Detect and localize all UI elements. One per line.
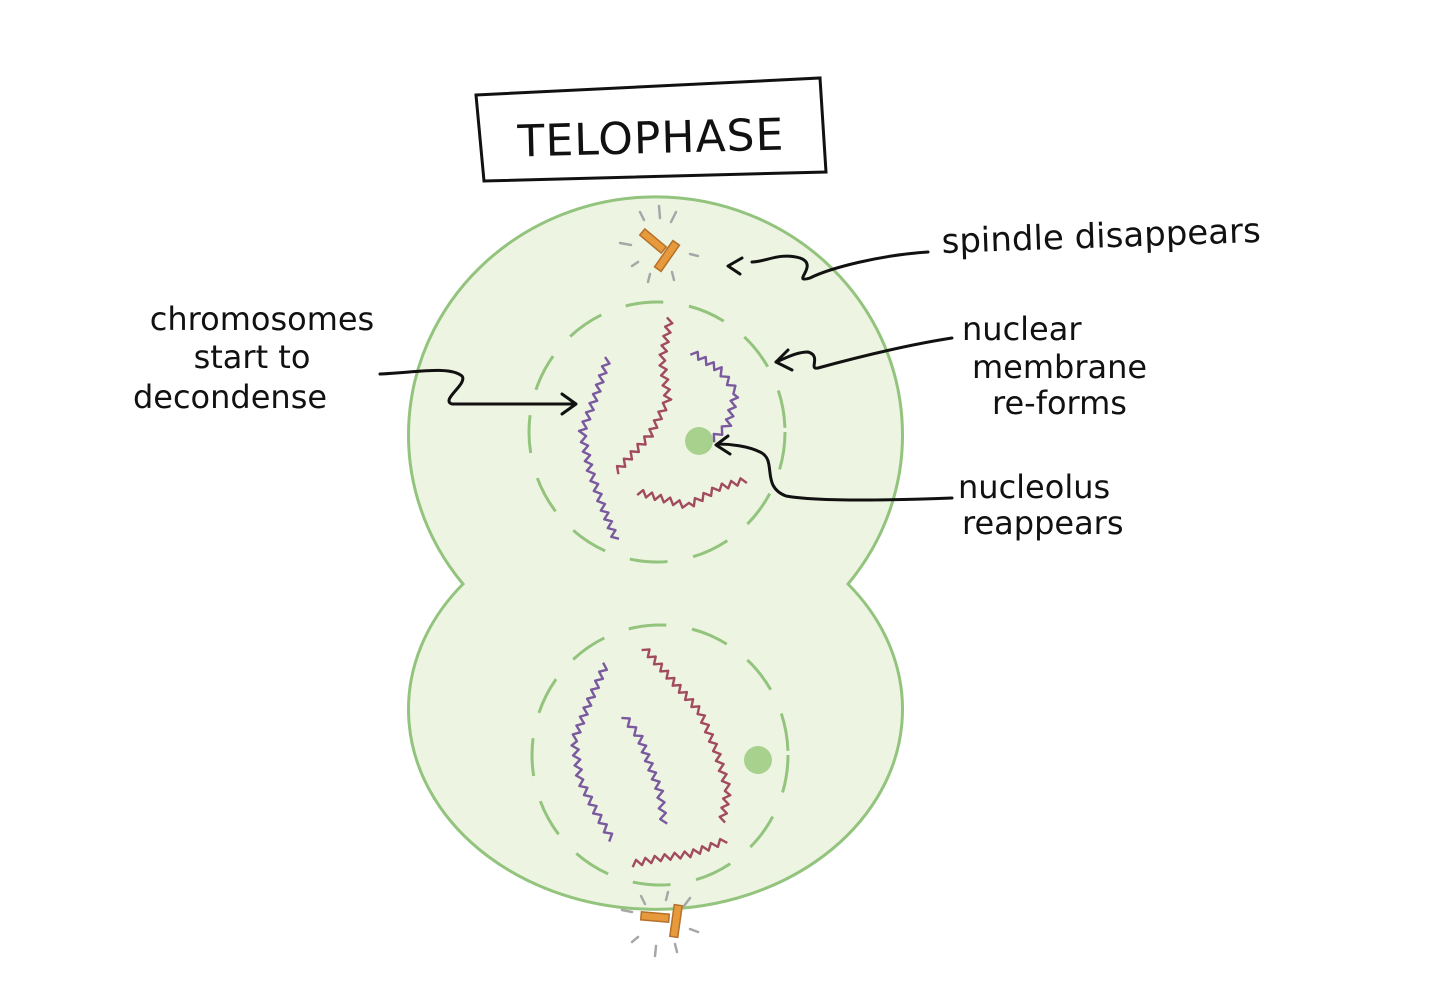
bottom-chromosome-4 — [631, 837, 728, 868]
bottom-chromosomes — [570, 648, 732, 868]
chromosomes-arrow — [378, 368, 574, 406]
top-chromosome-2 — [615, 316, 674, 475]
chromosomes-label-line-2: start to — [194, 338, 311, 376]
membrane-label-line-2: membrane — [972, 348, 1147, 386]
top-centriole — [653, 239, 681, 273]
bottom-centriole — [639, 910, 671, 924]
title-text: TELOPHASE — [516, 110, 785, 168]
cell-membrane — [407, 195, 904, 911]
chromosomes-label-line-1: chromosomes — [150, 300, 374, 338]
membrane-arrowhead — [774, 348, 794, 372]
top-centriole — [638, 227, 668, 255]
bottom-aster — [620, 890, 700, 958]
chromosomes-arrowhead — [560, 392, 578, 416]
cell — [407, 195, 904, 911]
bottom-nucleolus — [744, 746, 772, 774]
membrane-label-line-3: re-forms — [992, 384, 1127, 422]
bottom-chromosome-2 — [641, 648, 732, 824]
bottom-nuclear-envelope — [530, 623, 790, 887]
spindle-arrowhead — [726, 256, 744, 276]
nucleolus-label-line-2: reappears — [962, 504, 1124, 542]
bottom-nucleus — [530, 623, 790, 887]
top-nucleolus — [685, 427, 713, 455]
nucleolus-arrowhead — [714, 434, 732, 456]
title-box: TELOPHASE — [474, 76, 828, 183]
membrane-arrow — [774, 336, 954, 370]
bottom-chromosome-1 — [570, 662, 614, 843]
top-chromosome-3 — [689, 350, 740, 443]
top-chromosome-1 — [577, 356, 620, 540]
bottom-centriole — [668, 903, 684, 939]
bottom-chromosome-3 — [621, 716, 668, 825]
bottom-centrosome — [620, 890, 700, 958]
top-chromosomes — [577, 316, 748, 540]
top-chromosome-4 — [636, 477, 748, 509]
nucleolus-arrow — [716, 442, 954, 502]
membrane-label-line-1: nuclear — [962, 310, 1082, 348]
chromosomes-label-line-3: decondense — [133, 378, 327, 416]
spindle-arrow — [750, 250, 930, 281]
nucleolus-label-line-1: nucleolus — [958, 468, 1110, 506]
top-nucleus — [527, 300, 787, 564]
top-centrosome — [618, 204, 700, 284]
annotations — [378, 250, 954, 502]
top-aster — [618, 204, 700, 284]
top-nuclear-envelope — [527, 300, 787, 564]
spindle-label: spindle disappears — [941, 211, 1261, 262]
